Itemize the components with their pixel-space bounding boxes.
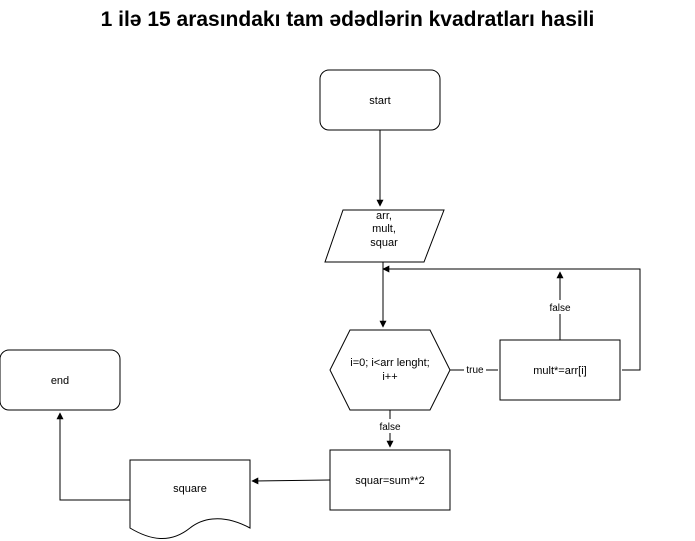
edge-label-false-exit: false: [376, 419, 404, 433]
node-mult: mult*=arr[i]: [499, 339, 621, 401]
node-input: arr, mult, squar: [324, 209, 445, 263]
node-start-label: start: [369, 95, 390, 107]
edge-label-false-exit-text: false: [379, 422, 401, 433]
edge-label-true-text: true: [466, 365, 484, 376]
node-loop-line-2: i++: [382, 371, 397, 383]
edge-mult-loopback: [382, 265, 641, 371]
node-squar-label: squar=sum**2: [355, 475, 424, 487]
edge-label-false-loop-text: false: [549, 303, 571, 314]
node-squar: squar=sum**2: [329, 449, 451, 511]
edge-output-to-end: [56, 412, 130, 501]
node-output: square: [129, 459, 251, 540]
node-end-label: end: [51, 375, 69, 387]
edge-label-false-loop: false: [546, 300, 574, 314]
edge-squar-to-output: [251, 477, 331, 485]
node-loop: i=0; i<arr lenght; i++: [329, 329, 451, 411]
node-input-line-1: arr,: [376, 210, 392, 222]
node-loop-line-1: i=0; i<arr lenght;: [350, 357, 430, 369]
diagram-title: 1 ilə 15 arasındakı tam ədədlərin kvadra…: [100, 8, 595, 31]
node-output-label: square: [173, 483, 207, 495]
node-input-line-2: mult,: [372, 223, 396, 235]
node-input-line-3: squar: [370, 237, 398, 249]
node-end: end: [0, 349, 121, 411]
edge-label-true: true: [464, 363, 486, 376]
node-start: start: [319, 69, 441, 131]
node-mult-label: mult*=arr[i]: [533, 365, 587, 377]
